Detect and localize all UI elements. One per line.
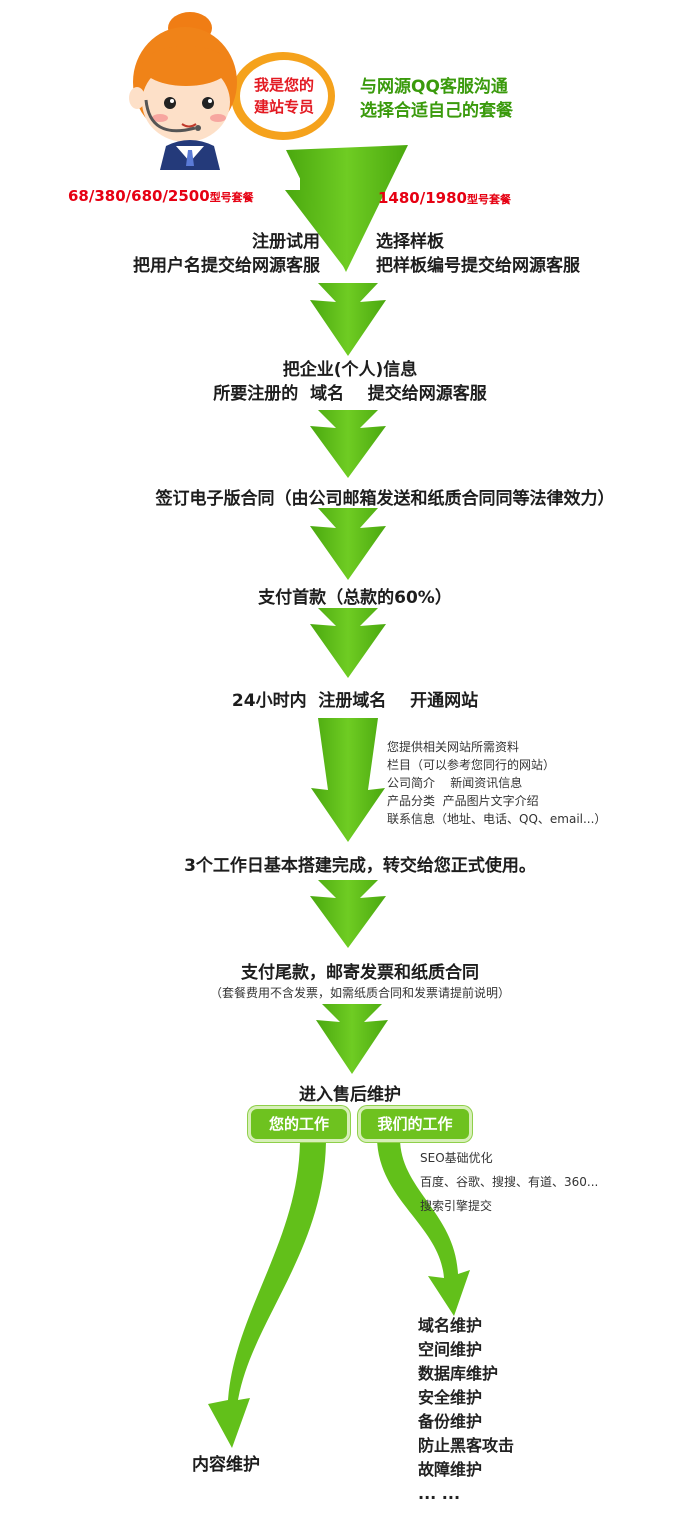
material-item: 栏目（可以参考您同行的网站）	[387, 758, 556, 772]
seo-list: SEO基础优化 百度、谷歌、搜搜、有道、360... 搜索引擎提交	[420, 1146, 598, 1218]
flow-arrow-8	[316, 1004, 388, 1074]
your-work-badge: 您的工作	[248, 1106, 350, 1142]
result-item: 空间维护	[418, 1340, 483, 1359]
flow-arrow-6	[311, 718, 385, 842]
intro-text: 与网源QQ客服沟通 选择合适自己的套餐	[360, 75, 513, 123]
branch-left-line-2: 把用户名提交给网源客服	[133, 256, 320, 276]
flow-arrow-7	[310, 880, 386, 948]
seo-item: SEO基础优化	[420, 1151, 493, 1165]
material-item: 您提供相关网站所需资料	[387, 740, 520, 754]
branch-left: 注册试用 把用户名提交给网源客服	[133, 230, 320, 278]
package-left-suffix: 型号套餐	[209, 191, 254, 204]
package-right: 1480/1980型号套餐	[378, 189, 511, 207]
material-item: 产品分类 产品图片文字介绍	[387, 794, 539, 808]
step-1-line-1: 把企业(个人)信息	[282, 360, 418, 380]
step-2: 签订电子版合同（由公司邮箱发送和纸质合同同等法律效力）	[155, 489, 615, 509]
our-results-list: 域名维护 空间维护 数据库维护 安全维护 备份维护 防止黑客攻击 故障维护 ..…	[418, 1314, 514, 1506]
step-5: 3个工作日基本搭建完成，转交给您正式使用。	[184, 856, 536, 876]
your-result-content-maintenance: 内容维护	[192, 1455, 260, 1475]
mascot-bubble-text: 我是您的 建站专员	[244, 74, 324, 118]
intro-line-1: 与网源QQ客服沟通	[360, 77, 508, 97]
material-item: 联系信息（地址、电话、QQ、email...）	[387, 812, 607, 826]
flow-arrow-5	[310, 608, 386, 678]
intro-line-2: 选择合适自己的套餐	[360, 101, 513, 121]
step-4: 24小时内 注册域名 开通网站	[231, 691, 479, 711]
step-6: 支付尾款，邮寄发票和纸质合同	[241, 963, 479, 983]
package-right-suffix: 型号套餐	[466, 193, 511, 206]
result-item: 防止黑客攻击	[418, 1436, 515, 1455]
seo-item: 搜索引擎提交	[420, 1199, 493, 1213]
result-item: ... ...	[418, 1484, 461, 1503]
curve-arrow-our-work	[377, 1138, 470, 1316]
flow-arrow-2	[310, 283, 386, 356]
curve-arrow-your-work	[208, 1138, 326, 1448]
materials-list: 您提供相关网站所需资料 栏目（可以参考您同行的网站） 公司简介 新闻资讯信息 产…	[387, 738, 606, 828]
package-left: 68/380/680/2500型号套餐	[68, 187, 254, 205]
step-3: 支付首款（总款的60%）	[258, 588, 452, 608]
bubble-line-2: 建站专员	[253, 98, 314, 116]
branch-left-line-1: 注册试用	[252, 232, 320, 252]
result-item: 域名维护	[418, 1316, 483, 1335]
flow-arrow-4	[310, 508, 386, 580]
branch-right-line-2: 把样板编号提交给网源客服	[376, 256, 580, 276]
result-item: 故障维护	[418, 1460, 483, 1479]
step-1-line-2: 所要注册的 域名 提交给网源客服	[213, 384, 487, 404]
seo-item: 百度、谷歌、搜搜、有道、360...	[420, 1175, 599, 1189]
package-left-codes: 68/380/680/2500	[68, 187, 210, 205]
branch-right-line-1: 选择样板	[376, 232, 444, 252]
result-item: 数据库维护	[418, 1364, 499, 1383]
package-right-codes: 1480/1980	[378, 189, 467, 207]
after-sales-title: 进入售后维护	[299, 1085, 401, 1105]
flow-arrow-3	[310, 410, 386, 478]
step-1: 把企业(个人)信息 所要注册的 域名 提交给网源客服	[150, 358, 550, 406]
branch-right: 选择样板 把样板编号提交给网源客服	[376, 230, 580, 278]
mascot-illustration	[129, 12, 335, 170]
result-item: 安全维护	[418, 1388, 483, 1407]
flow-arrow-intro	[286, 145, 408, 272]
material-item: 公司简介 新闻资讯信息	[387, 776, 523, 790]
bubble-line-1: 我是您的	[253, 76, 314, 94]
result-item: 备份维护	[418, 1412, 483, 1431]
our-work-badge: 我们的工作	[358, 1106, 472, 1142]
step-6-note: （套餐费用不含发票，如需纸质合同和发票请提前说明）	[209, 986, 510, 1000]
